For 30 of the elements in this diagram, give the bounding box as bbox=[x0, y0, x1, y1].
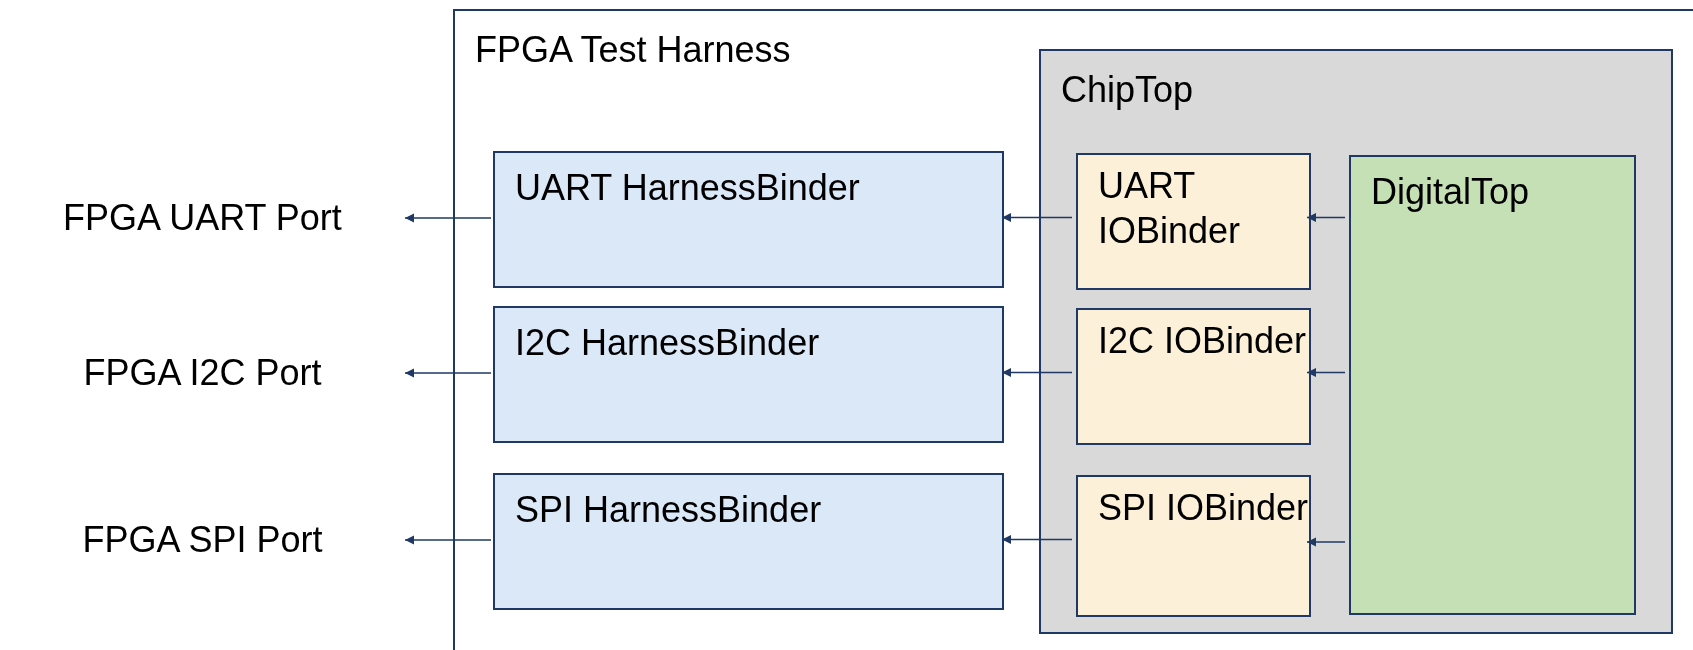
process-box bbox=[493, 473, 1004, 610]
arrow bbox=[404, 535, 492, 545]
box-label: UART HarnessBinder bbox=[514, 166, 861, 210]
process-box bbox=[1076, 475, 1311, 617]
box-label: SPI HarnessBinder bbox=[514, 488, 823, 532]
arrow bbox=[1001, 212, 1073, 223]
process-box bbox=[1076, 153, 1311, 290]
arrow bbox=[1001, 534, 1073, 545]
box-label: FPGA Test Harness bbox=[474, 28, 792, 72]
arrow bbox=[404, 368, 492, 378]
port-label: FPGA UART Port bbox=[63, 196, 342, 240]
chip-container bbox=[1039, 49, 1673, 634]
box-label: DigitalTop bbox=[1370, 170, 1531, 214]
arrow bbox=[1306, 212, 1346, 223]
process-box bbox=[1076, 308, 1311, 445]
arrow bbox=[1306, 537, 1346, 547]
arrow bbox=[1001, 367, 1073, 378]
arrow bbox=[1306, 367, 1346, 378]
arrow bbox=[404, 213, 492, 223]
port-label: FPGA I2C Port bbox=[83, 351, 322, 395]
port-label: FPGA SPI Port bbox=[82, 518, 323, 562]
process-box bbox=[1349, 155, 1636, 615]
box-label: SPI IOBinder bbox=[1097, 486, 1309, 530]
box-label: I2C HarnessBinder bbox=[514, 321, 821, 365]
process-box bbox=[493, 151, 1004, 288]
harness-frame bbox=[453, 9, 1693, 650]
process-box bbox=[493, 306, 1004, 443]
box-label: ChipTop bbox=[1060, 68, 1195, 112]
box-label: UART IOBinder bbox=[1097, 164, 1242, 253]
box-label: I2C IOBinder bbox=[1097, 319, 1308, 363]
